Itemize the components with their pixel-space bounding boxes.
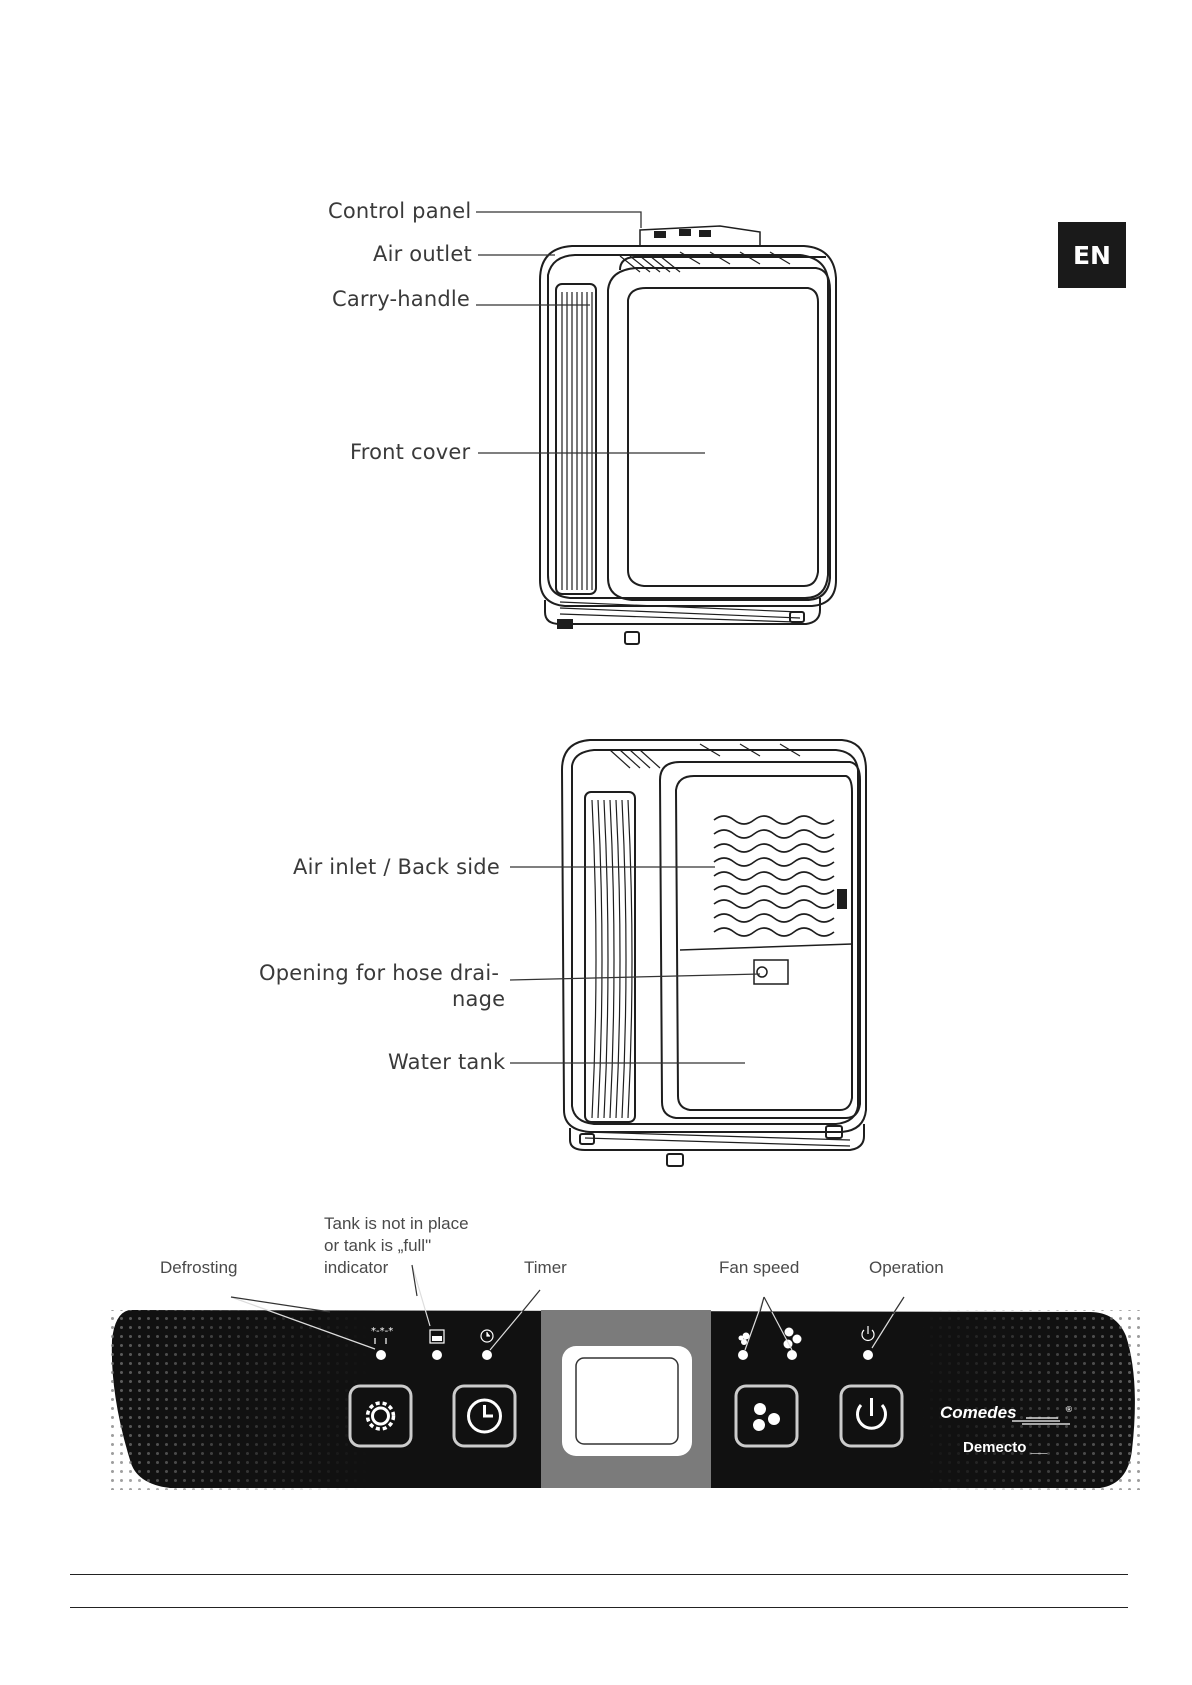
label-operation: Operation [869, 1257, 944, 1278]
footer-rule-top [70, 1574, 1128, 1575]
front-view-dehumidifier [540, 226, 836, 644]
timer-button[interactable] [454, 1386, 515, 1446]
label-fan-speed: Fan speed [719, 1257, 799, 1278]
back-view-dehumidifier [562, 740, 866, 1166]
callout-water-tank: Water tank [388, 1050, 505, 1074]
air-inlet-grille [714, 816, 834, 936]
callout-front-cover: Front cover [350, 440, 470, 464]
label-defrosting: Defrosting [160, 1257, 237, 1278]
model-name: Demecto __ [963, 1439, 1047, 1456]
display-screen [562, 1346, 692, 1456]
mode-button[interactable] [350, 1386, 411, 1446]
label-tank-line3: indicator [324, 1257, 388, 1278]
front-leader-lines [476, 212, 705, 453]
label-tank-line2: or tank is „full" [324, 1235, 431, 1256]
svg-text:®: ® [1065, 1405, 1073, 1414]
fan-speed-button[interactable] [736, 1386, 797, 1446]
footer-rule-bottom [70, 1607, 1128, 1608]
callout-air-outlet: Air outlet [373, 242, 472, 266]
power-button[interactable] [841, 1386, 902, 1446]
label-timer: Timer [524, 1257, 567, 1278]
callout-carry-handle: Carry-handle [332, 287, 470, 311]
callout-control-panel: Control panel [328, 199, 471, 223]
label-tank-line1: Tank is not in place [324, 1213, 469, 1234]
brand-logo: Comedes [940, 1403, 1017, 1423]
callout-air-inlet: Air inlet / Back side [293, 855, 500, 879]
callout-hose-opening-line1: Opening for hose drai- [259, 961, 499, 985]
svg-text:*-*-*: *-*-* [371, 1326, 393, 1337]
callout-hose-opening-line2: nage [452, 987, 505, 1011]
